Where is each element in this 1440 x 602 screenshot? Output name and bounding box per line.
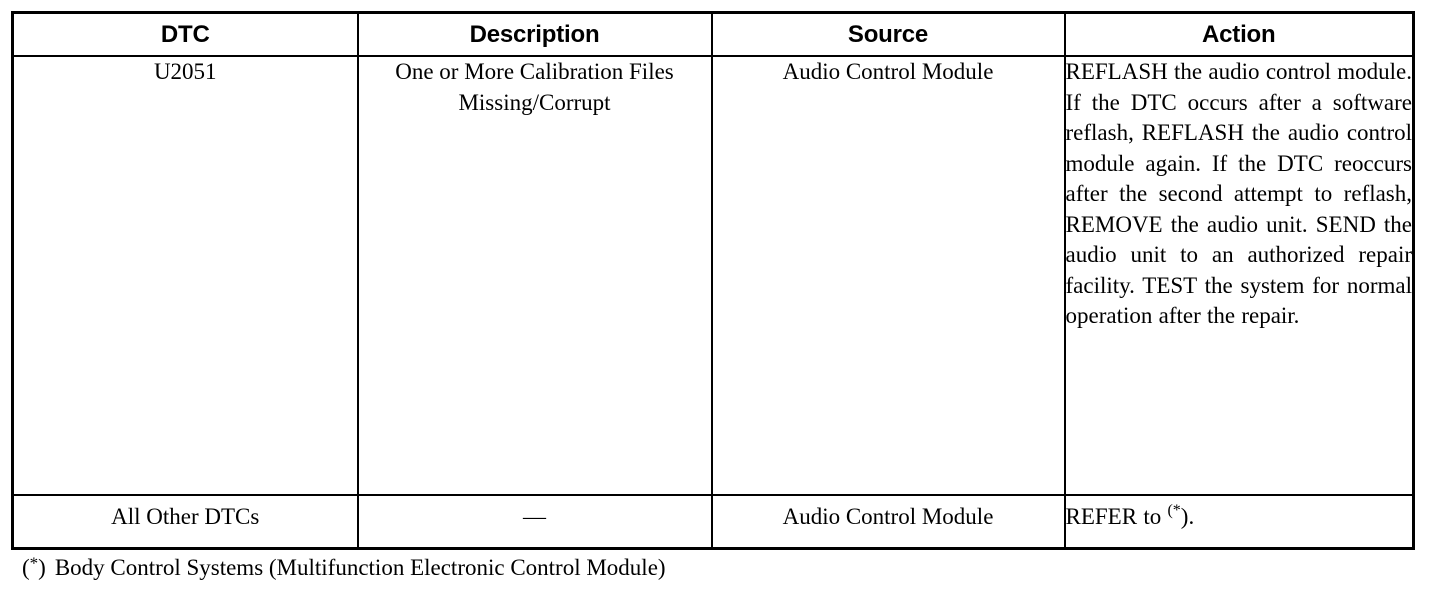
cell-source: Audio Control Module: [710, 494, 1066, 550]
cell-dtc: U2051: [11, 55, 359, 496]
footnote: (*) Body Control Systems (Multifunction E…: [22, 553, 666, 583]
column-header-source: Source: [710, 11, 1066, 57]
table-row: U2051 One or More Calibration Files Miss…: [11, 55, 1415, 496]
table-body: U2051 One or More Calibration Files Miss…: [11, 55, 1415, 550]
table-header: DTC Description Source Action: [11, 11, 1415, 57]
cell-dtc: All Other DTCs: [11, 494, 359, 550]
footnote-asterisk: *: [29, 553, 39, 573]
column-header-description: Description: [356, 11, 713, 57]
footnote-paren-close: ): [38, 555, 46, 580]
table-row: All Other DTCs — Audio Control Module RE…: [11, 494, 1415, 550]
footnote-ref-asterisk: *: [1172, 502, 1181, 520]
table-header-row: DTC Description Source Action: [11, 11, 1415, 57]
em-dash: —: [523, 504, 546, 529]
footnote-reference: (*: [1167, 502, 1180, 519]
cell-description: One or More Calibration Files Missing/Co…: [356, 55, 713, 496]
footnote-ref-paren-open: (: [1167, 502, 1173, 520]
cell-description: —: [356, 494, 713, 550]
cell-source: Audio Control Module: [710, 55, 1066, 496]
footnote-paren-open: (: [22, 555, 30, 580]
cell-action: REFLASH the audio control module. If the…: [1063, 55, 1415, 496]
cell-action: REFER to (*).: [1063, 494, 1415, 550]
footnote-ref-paren-close: ).: [1180, 504, 1195, 529]
action-text-prefix: REFER to: [1065, 504, 1168, 529]
dtc-table: DTC Description Source Action U2051 One …: [11, 11, 1415, 550]
column-header-action: Action: [1063, 11, 1415, 57]
footnote-marker: (*): [22, 555, 46, 580]
column-header-dtc: DTC: [11, 11, 359, 57]
footnote-text: Body Control Systems (Multifunction Elec…: [54, 555, 666, 580]
